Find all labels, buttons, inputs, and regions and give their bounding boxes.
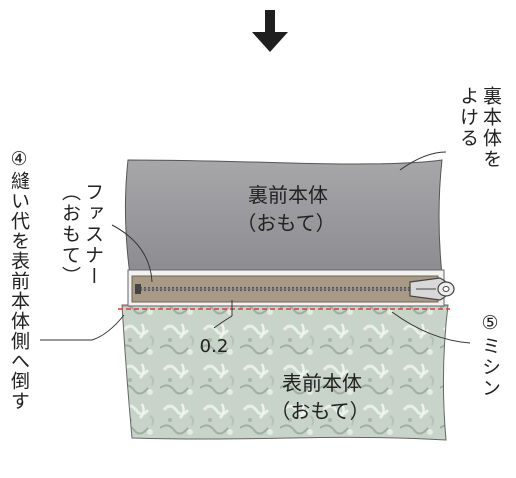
label-front-body-line1: 表前本体	[282, 371, 362, 395]
label-avoid-back: 裏本体を よける	[456, 86, 502, 170]
label-step4: ④縫い代を表前本体側へ倒す	[7, 148, 30, 411]
down-arrow-icon	[252, 10, 288, 52]
front-front-body	[121, 304, 449, 441]
label-step5: ⑤ミシン	[478, 312, 501, 399]
measurement-marker	[213, 300, 233, 329]
label-zipper-line1: ファスナー	[82, 182, 104, 287]
label-zipper: ファスナー （おもて）	[58, 182, 104, 287]
leader-zipper	[111, 224, 153, 283]
zipper-stop	[135, 284, 141, 294]
back-front-body	[124, 159, 443, 276]
label-zipper-line2: （おもて）	[59, 182, 81, 287]
step4-text: 縫い代を表前本体側へ倒す	[8, 171, 30, 411]
label-measurement: 0.2	[200, 336, 229, 357]
leader-step5	[391, 311, 471, 344]
label-front-body-line2: （おもて）	[270, 399, 369, 423]
leader-step4	[40, 314, 125, 341]
label-back-front-body-line2: （おもて）	[236, 211, 335, 235]
label-avoid-back-line1: 裏本体を	[480, 86, 502, 170]
leader-avoid-back	[399, 151, 447, 171]
step4-number: ④	[8, 148, 30, 171]
step5-number: ⑤	[479, 312, 501, 336]
label-avoid-back-line2: よける	[457, 86, 479, 149]
step5-text: ミシン	[479, 336, 501, 399]
zipper-slider-icon	[409, 277, 455, 301]
label-back-front-body-line1: 裏前本体	[248, 183, 328, 207]
